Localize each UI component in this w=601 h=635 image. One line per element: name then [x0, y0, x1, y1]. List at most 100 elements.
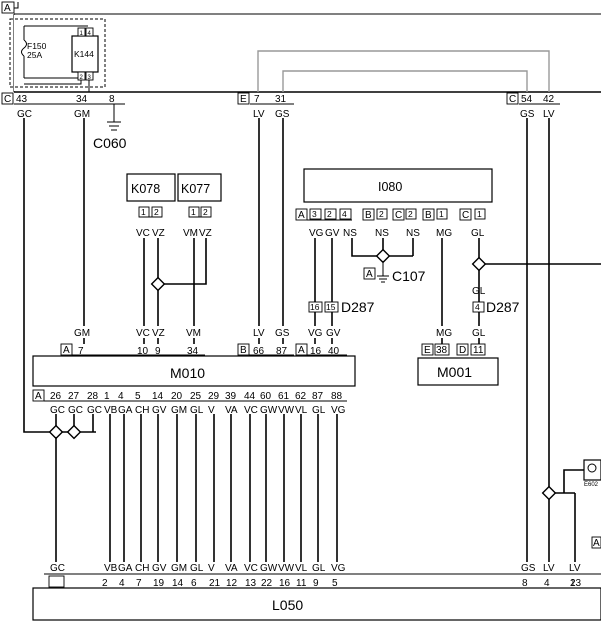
- svg-text:GS: GS: [275, 328, 290, 339]
- l050-pin: 14: [172, 578, 184, 589]
- l050-pin: 21: [209, 578, 221, 589]
- svg-text:I080: I080: [378, 180, 402, 194]
- svg-text:4: 4: [475, 302, 480, 312]
- svg-text:1: 1: [477, 209, 482, 219]
- svg-text:GV: GV: [326, 328, 341, 339]
- splice-gl: [471, 256, 487, 272]
- svg-text:1: 1: [191, 207, 196, 217]
- svg-text:M001: M001: [437, 364, 472, 380]
- svg-text:K077: K077: [181, 182, 210, 196]
- svg-text:GM: GM: [74, 328, 90, 339]
- m010-bottom-pin: 87: [312, 391, 324, 402]
- l050-pin: 9: [313, 578, 319, 589]
- svg-text:A: A: [63, 345, 70, 356]
- svg-text:LV: LV: [253, 328, 265, 339]
- svg-text:L050: L050: [272, 597, 303, 613]
- svg-text:2: 2: [327, 209, 332, 219]
- l050-pin: 22: [261, 578, 273, 589]
- l050-wire: GC: [50, 563, 65, 574]
- ground-c107-label: C107: [392, 268, 426, 284]
- splice-gc-1: [48, 424, 64, 440]
- l050-pin: 2: [102, 578, 108, 589]
- l050-pin: 4: [119, 578, 125, 589]
- l050-pin: 12: [226, 578, 238, 589]
- svg-text:VZ: VZ: [152, 228, 165, 239]
- m010-bottom-wire: GM: [171, 405, 187, 416]
- m010-bottom-wire: GW: [260, 405, 278, 416]
- svg-text:16: 16: [310, 302, 320, 312]
- svg-text:GS: GS: [520, 109, 535, 120]
- svg-text:9: 9: [155, 346, 161, 357]
- l050-wire: GM: [171, 563, 187, 574]
- module-m001-connector: E 38 D 11: [421, 343, 486, 356]
- svg-text:B: B: [365, 210, 372, 221]
- svg-text:2: 2: [203, 207, 208, 217]
- m010-bottom-pin: 28: [87, 391, 99, 402]
- m010-bottom-wire: V: [208, 405, 215, 416]
- svg-text:11: 11: [473, 345, 484, 356]
- svg-text:D287: D287: [486, 299, 520, 315]
- svg-text:MG: MG: [436, 328, 452, 339]
- relay-label: K144: [74, 49, 94, 59]
- l050-pin: 6: [191, 578, 197, 589]
- m010-bottom-wire: VW: [278, 405, 295, 416]
- fuse-rating: 25A: [27, 50, 42, 60]
- svg-text:2: 2: [154, 207, 159, 217]
- m010-bottom-pin: 1: [104, 391, 110, 402]
- module-i080: I080: [303, 168, 493, 203]
- l050-wire: GS: [521, 563, 536, 574]
- m010-bottom-pin: 60: [260, 391, 272, 402]
- m010-bottom-wire: VG: [331, 405, 346, 416]
- splice-vz: [150, 276, 166, 292]
- l050-wire: VB: [104, 563, 118, 574]
- svg-text:GS: GS: [275, 109, 290, 120]
- l050-pin: 7: [136, 578, 142, 589]
- ground-c060-label: C060: [93, 135, 127, 151]
- svg-text:1: 1: [80, 31, 84, 37]
- connector-a-top: A: [4, 3, 11, 14]
- l050-wire: VL: [295, 563, 308, 574]
- svg-text:A: A: [593, 538, 600, 549]
- svg-text:40: 40: [328, 346, 340, 357]
- m010-bottom-pin: 26: [50, 391, 62, 402]
- l050-pin: 8: [522, 578, 528, 589]
- svg-text:VM: VM: [183, 228, 198, 239]
- m010-bottom-wire: VC: [244, 405, 258, 416]
- m010-bottom-connector: A: [32, 389, 347, 402]
- svg-text:LV: LV: [543, 109, 555, 120]
- l050-wire: CH: [135, 563, 149, 574]
- svg-text:4: 4: [342, 209, 347, 219]
- l050-wire: VC: [244, 563, 258, 574]
- svg-text:MG: MG: [436, 228, 452, 239]
- svg-text:7: 7: [78, 346, 84, 357]
- svg-text:GL: GL: [472, 286, 486, 297]
- m010-bottom-wire: VL: [295, 405, 308, 416]
- svg-text:10: 10: [137, 346, 149, 357]
- m010-bottom-wire: GV: [152, 405, 167, 416]
- module-m001: M001: [417, 357, 499, 386]
- svg-text:C: C: [4, 94, 11, 105]
- l050-wire: V: [208, 563, 215, 574]
- fuse-label: F150: [27, 41, 47, 51]
- relay-k077: K077 1 2 VM VZ: [177, 173, 222, 239]
- l050-pin: 11: [296, 578, 307, 589]
- l050-wire: GL: [190, 563, 204, 574]
- l050-pin: 19: [153, 578, 165, 589]
- ground-c107: A C107: [363, 261, 426, 284]
- m010-bottom-pin: 29: [208, 391, 220, 402]
- svg-text:87: 87: [276, 346, 288, 357]
- svg-text:VC: VC: [136, 328, 150, 339]
- m010-bottom-wire: GC: [50, 405, 65, 416]
- m010-bottom-wire: GC: [87, 405, 102, 416]
- l050-pin: 5: [332, 578, 338, 589]
- module-l050: L050: [32, 587, 601, 621]
- svg-text:B: B: [240, 345, 247, 356]
- svg-text:D287: D287: [341, 299, 375, 315]
- svg-text:GL: GL: [472, 328, 486, 339]
- pin-34: 34: [76, 94, 88, 105]
- svg-text:34: 34: [187, 346, 199, 357]
- svg-text:GC: GC: [17, 109, 32, 120]
- m010-top-connector: A 7 10 9 34 B 66 87 A 16 40: [60, 343, 347, 357]
- splice-ns: [375, 248, 391, 264]
